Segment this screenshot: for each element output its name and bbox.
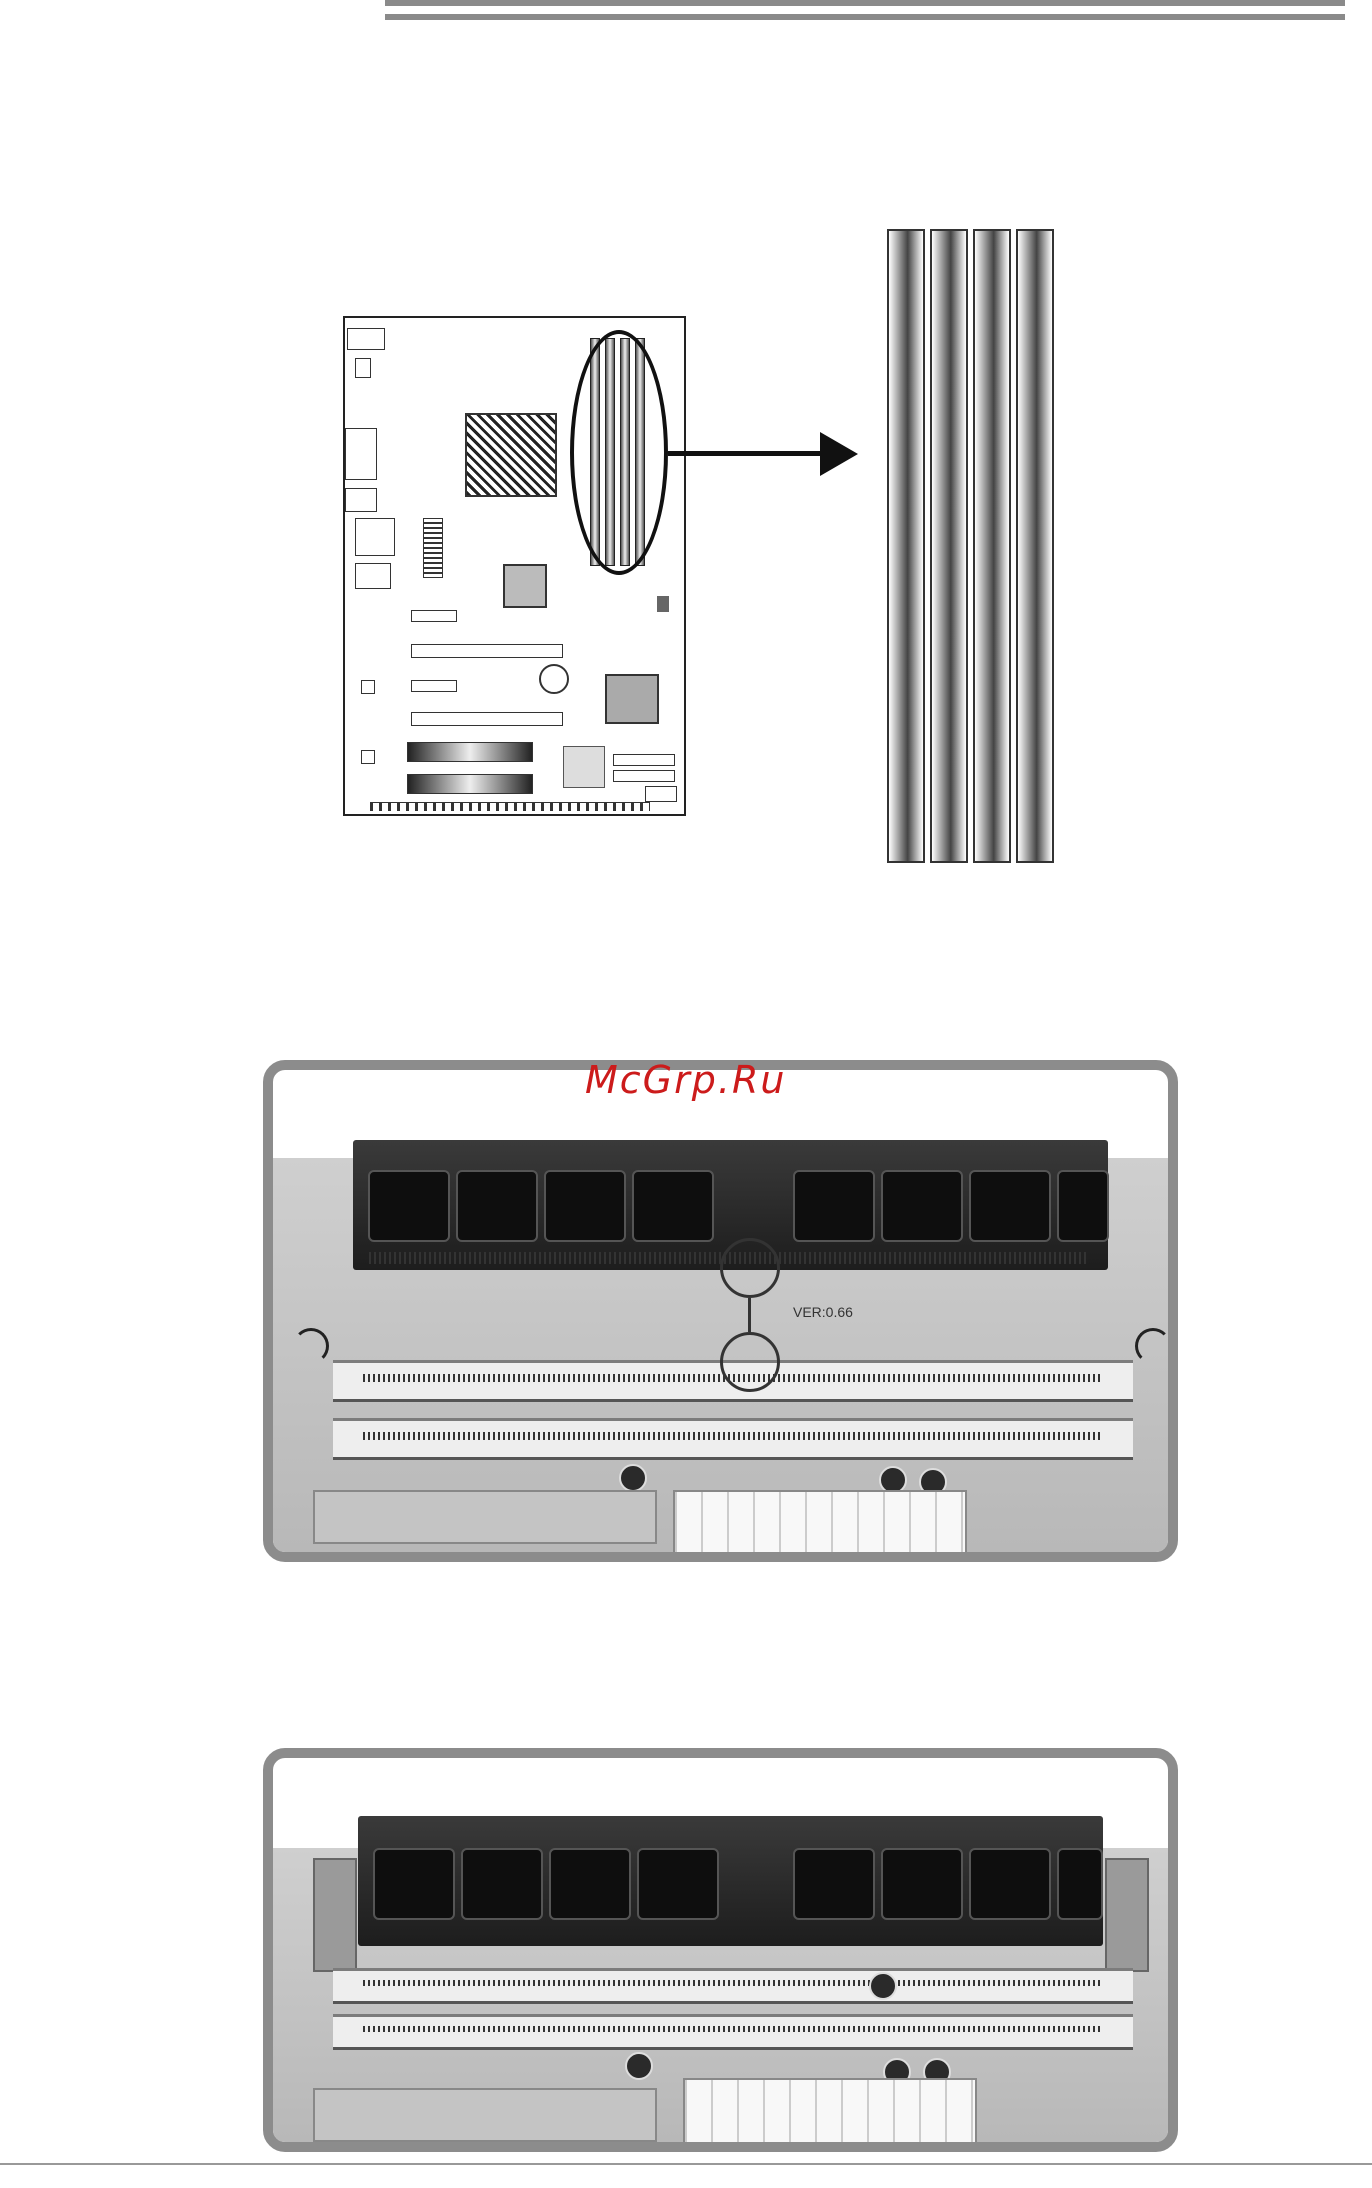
io-port	[345, 428, 377, 480]
pcie-x1-slot	[411, 610, 457, 622]
dimm-slot-photo	[333, 2014, 1133, 2050]
memory-chip	[969, 1170, 1051, 1242]
memory-chip	[793, 1170, 875, 1242]
arrow-line	[668, 451, 828, 456]
memory-chip	[637, 1848, 719, 1920]
memory-chip	[881, 1848, 963, 1920]
capacitor	[869, 1972, 897, 2000]
sata-port	[613, 770, 675, 782]
header-rule-bottom	[385, 14, 1345, 20]
dimm-slot-large-2	[930, 229, 968, 863]
component	[361, 680, 375, 694]
memory-chip	[544, 1170, 626, 1242]
dimm-slot-photo	[333, 1968, 1133, 2004]
photo-frame-installed	[263, 1748, 1178, 2152]
memory-chip	[969, 1848, 1051, 1920]
pcie-x1-slot	[411, 680, 457, 692]
io-port	[347, 328, 385, 350]
pci-slot	[411, 644, 563, 658]
atx-connector	[423, 518, 443, 578]
memory-chip	[1057, 1170, 1109, 1242]
dimm-slot-large-3	[973, 229, 1011, 863]
memory-chip	[793, 1848, 875, 1920]
footer-rule	[0, 2163, 1372, 2165]
watermark-text: McGrp.Ru	[585, 1058, 786, 1102]
northbridge-chip	[503, 564, 547, 608]
dimm-highlight-oval	[570, 330, 668, 575]
io-port	[355, 563, 391, 589]
clip-open-right-icon	[1135, 1328, 1171, 1364]
photo-frame-insert: VER:0.66	[263, 1060, 1178, 1562]
dimm-slot-large-4	[1016, 229, 1054, 863]
memory-chip	[368, 1170, 450, 1242]
memory-chip	[549, 1848, 631, 1920]
pcie-x16-slot	[407, 742, 533, 762]
southbridge-chip	[605, 674, 659, 724]
sata-port	[645, 786, 677, 802]
notch-arrow-line	[748, 1298, 751, 1332]
memory-chip	[456, 1170, 538, 1242]
ide-connector	[313, 1490, 657, 1544]
dimm-slot-large-1	[887, 229, 925, 863]
pci-slot	[411, 712, 563, 726]
io-port	[355, 518, 395, 556]
atx-power-connector	[683, 2078, 977, 2152]
battery	[539, 664, 569, 694]
chip	[563, 746, 605, 788]
board-version-label: VER:0.66	[793, 1304, 853, 1320]
capacitor	[625, 2052, 653, 2080]
clip-open-left-icon	[293, 1328, 329, 1364]
atx-power-connector	[673, 1490, 967, 1558]
sata-port	[613, 754, 675, 766]
notch-circle-slot-icon	[720, 1332, 780, 1392]
io-port	[345, 488, 377, 512]
pcie-x16-slot	[407, 774, 533, 794]
cpu-socket	[465, 413, 557, 497]
memory-chip	[461, 1848, 543, 1920]
slot-pins	[363, 2026, 1103, 2032]
memory-chip	[881, 1170, 963, 1242]
memory-chip	[373, 1848, 455, 1920]
header-pins	[370, 802, 650, 811]
notch-circle-module-icon	[720, 1238, 780, 1298]
jumper	[657, 596, 669, 612]
component	[361, 750, 375, 764]
memory-chip	[1057, 1848, 1103, 1920]
slot-pins	[363, 1432, 1103, 1440]
ide-connector	[313, 2088, 657, 2142]
retaining-clip-left	[313, 1858, 357, 1972]
header-rule-top	[385, 0, 1345, 6]
memory-chip	[632, 1170, 714, 1242]
retaining-clip-right	[1105, 1858, 1149, 1972]
slot-pins	[363, 1980, 1103, 1986]
arrow-right-icon	[820, 432, 858, 476]
capacitor	[619, 1464, 647, 1492]
io-port	[355, 358, 371, 378]
